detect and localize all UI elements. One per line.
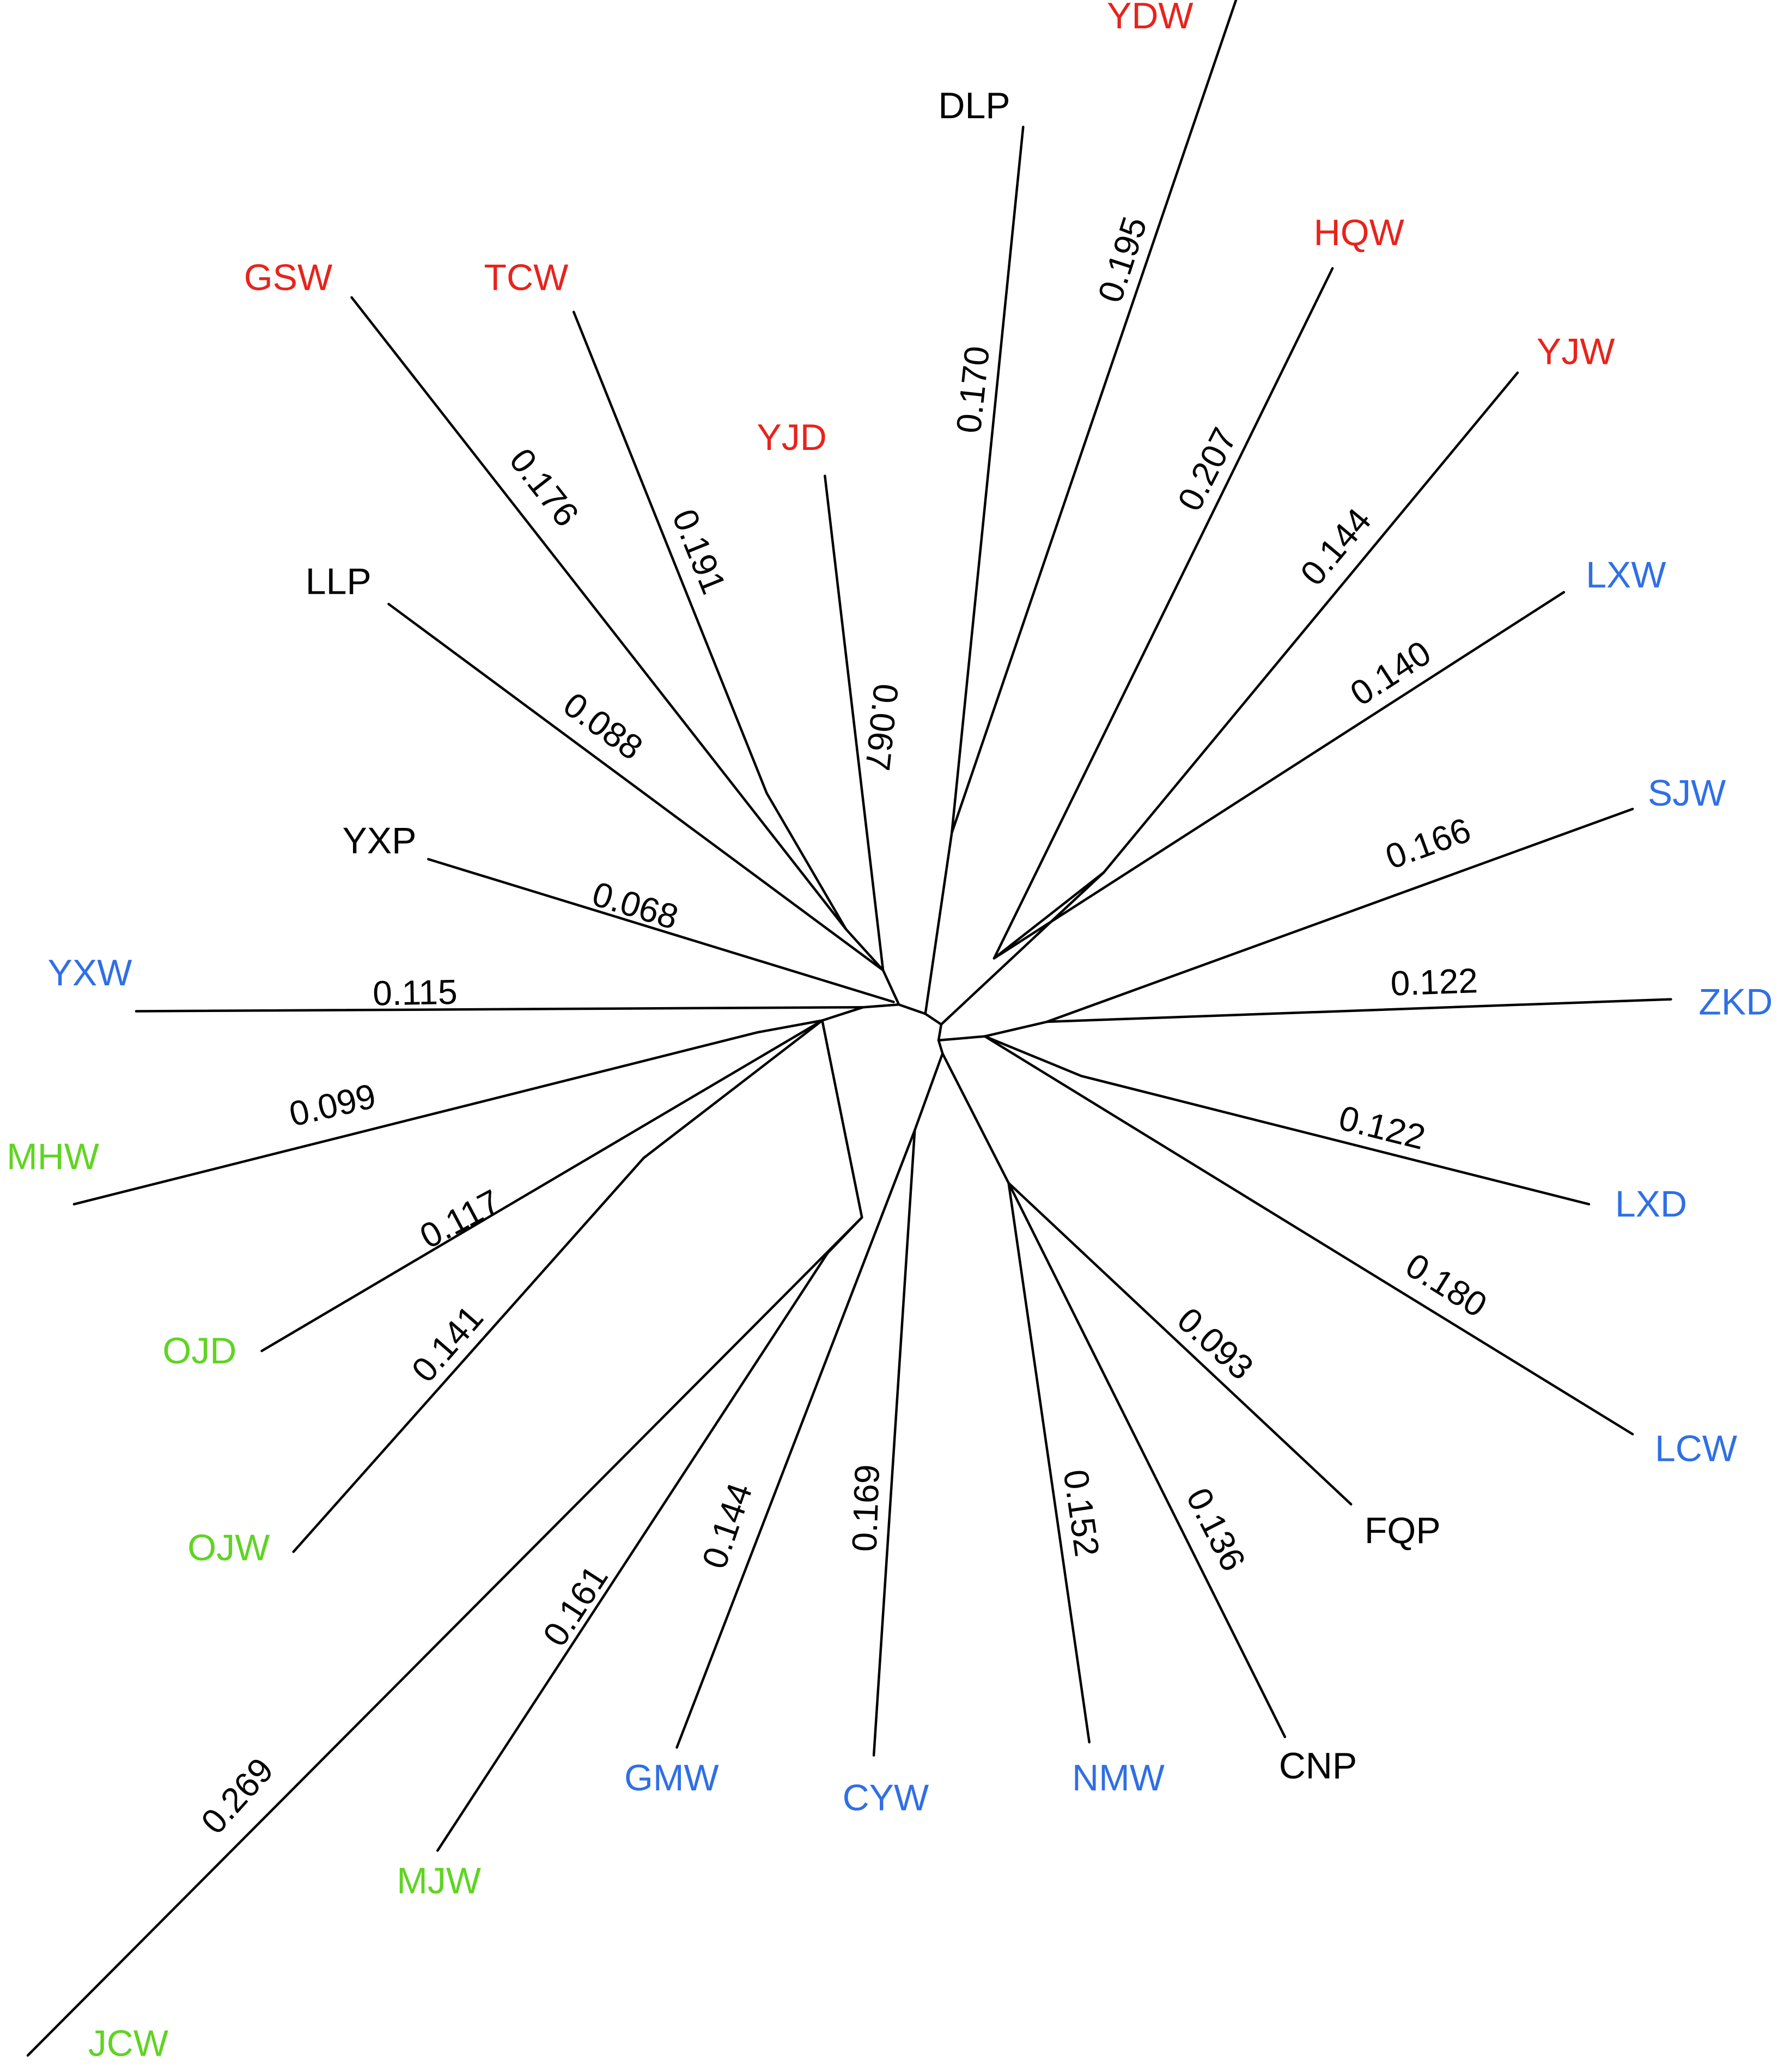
internal-branch [821,1005,864,1022]
internal-branch [844,928,885,972]
taxon-label-sjw: SJW [1648,772,1726,814]
internal-branch [983,1035,1083,1077]
terminal-branch-ydw [951,0,1238,834]
taxon-label-ojd: OJD [162,1330,236,1372]
branch-length-tcw: 0.191 [665,504,734,599]
taxon-label-yxw: YXW [48,952,132,994]
internal-branch [765,791,848,931]
terminal-branch-fqp [1007,1181,1353,1506]
internal-branch [937,1035,987,1042]
taxon-label-tcw: TCW [484,257,568,298]
terminal-branch-sjw [1045,807,1634,1023]
taxon-label-yjw: YJW [1537,331,1615,372]
terminal-branch-ojw [292,1156,646,1553]
taxon-label-cyw: CYW [843,1777,929,1818]
taxon-labels: YDW DLP HQW YJW GSW TCW YJD LLP YXP LXW SJW ZKD LXD L… [7,0,1773,2064]
internal-branch [821,1019,863,1219]
taxon-label-gmw: GMW [624,1757,719,1799]
branch-length-yjw: 0.144 [1293,501,1379,593]
taxon-label-lcw: LCW [1655,1428,1737,1470]
internal-branch [924,831,953,1015]
taxon-label-ydw: YDW [1107,0,1194,36]
branch-length-sjw: 0.166 [1380,810,1476,876]
terminal-branch-mjw [436,1252,829,1852]
terminal-branch-yjd [824,474,885,972]
terminal-branch-gsw [350,296,848,931]
terminal-branch-ojd [260,1019,824,1352]
branch-length-llp: 0.088 [556,685,650,767]
terminal-branch-llp [387,602,885,972]
branch-length-gsw: 0.176 [502,441,586,534]
taxon-label-hqw: HQW [1314,212,1404,253]
branch-length-cyw: 0.169 [845,1464,887,1552]
internal-branch [756,1019,824,1034]
terminal-branch-yxw [135,1005,864,1013]
taxon-label-lxw: LXW [1586,554,1666,595]
terminal-branch-hqw [992,267,1334,960]
terminal-branch-jcw [26,1216,863,2057]
branch-length-yxw: 0.115 [373,972,458,1013]
branch-length-cnp: 0.136 [1179,1482,1253,1577]
branch-length-ojd: 0.117 [413,1182,507,1257]
terminal-branch-tcw [572,310,768,795]
taxon-label-llp: LLP [306,561,372,602]
branch-length-fqp: 0.093 [1170,1300,1261,1387]
taxon-label-fqp: FQP [1365,1510,1441,1551]
branch-length-labels: 0.1950.1700.2070.1440.1760.1910.0670.088… [193,212,1494,1841]
internal-branch [642,1019,824,1160]
taxon-label-nmw: NMW [1072,1757,1165,1799]
taxon-label-yjd: YJD [757,417,826,458]
terminal-branch-yxp [427,858,895,1003]
branch-length-nmw: 0.152 [1056,1467,1107,1559]
branch-length-lcw: 0.180 [1399,1245,1494,1325]
taxon-label-mjw: MJW [397,1860,481,1902]
terminal-branch-cnp [1007,1181,1287,1739]
terminal-branch-lxw [992,590,1566,960]
internal-branch [914,1052,944,1132]
terminal-branch-lcw [983,1035,1634,1436]
terminal-branch-dlp [951,125,1025,834]
taxon-label-yxp: YXP [342,820,416,861]
taxon-label-zkd: ZKD [1698,981,1773,1022]
internal-branch [924,1013,943,1026]
branch-length-mjw: 0.161 [535,1558,616,1653]
taxon-label-gsw: GSW [244,257,332,298]
internal-branch [897,1003,927,1015]
taxon-label-cnp: CNP [1279,1745,1357,1787]
branch-length-dlp: 0.170 [949,344,997,435]
terminal-branch-mhw [72,1031,759,1206]
branch-length-mhw: 0.099 [285,1076,379,1134]
taxon-label-ojw: OJW [187,1527,270,1569]
terminal-branch-zkd [1045,998,1672,1023]
branch-length-jcw: 0.269 [193,1750,281,1841]
branch-length-yxp: 0.068 [588,874,683,937]
internal-branch [940,871,1105,1026]
taxon-label-lxd: LXD [1615,1184,1687,1225]
internal-branch [941,1052,1010,1185]
internal-branch [937,1023,943,1042]
internal-branch [862,1003,900,1009]
terminal-branch-cyw [872,1129,916,1757]
tree-branches [26,0,1672,2057]
internal-branch [983,1020,1049,1038]
taxon-label-dlp: DLP [938,85,1010,126]
terminal-branch-nmw [1007,1181,1091,1744]
internal-branch [992,871,1105,960]
terminal-branch-yjw [1103,371,1519,874]
internal-branch [937,1039,944,1055]
internal-branch [881,968,900,1006]
branch-length-lxw: 0.140 [1343,633,1438,714]
branch-length-yjd: 0.067 [858,682,906,773]
taxon-label-jcw: JCW [88,2023,168,2064]
terminal-branch-lxd [1080,1075,1591,1206]
branch-length-ydw: 0.195 [1090,212,1154,307]
branch-length-zkd: 0.122 [1390,961,1479,1003]
taxon-label-mhw: MHW [7,1136,99,1177]
branch-length-lxd: 0.122 [1335,1098,1429,1157]
terminal-branch-gmw [675,1129,916,1749]
